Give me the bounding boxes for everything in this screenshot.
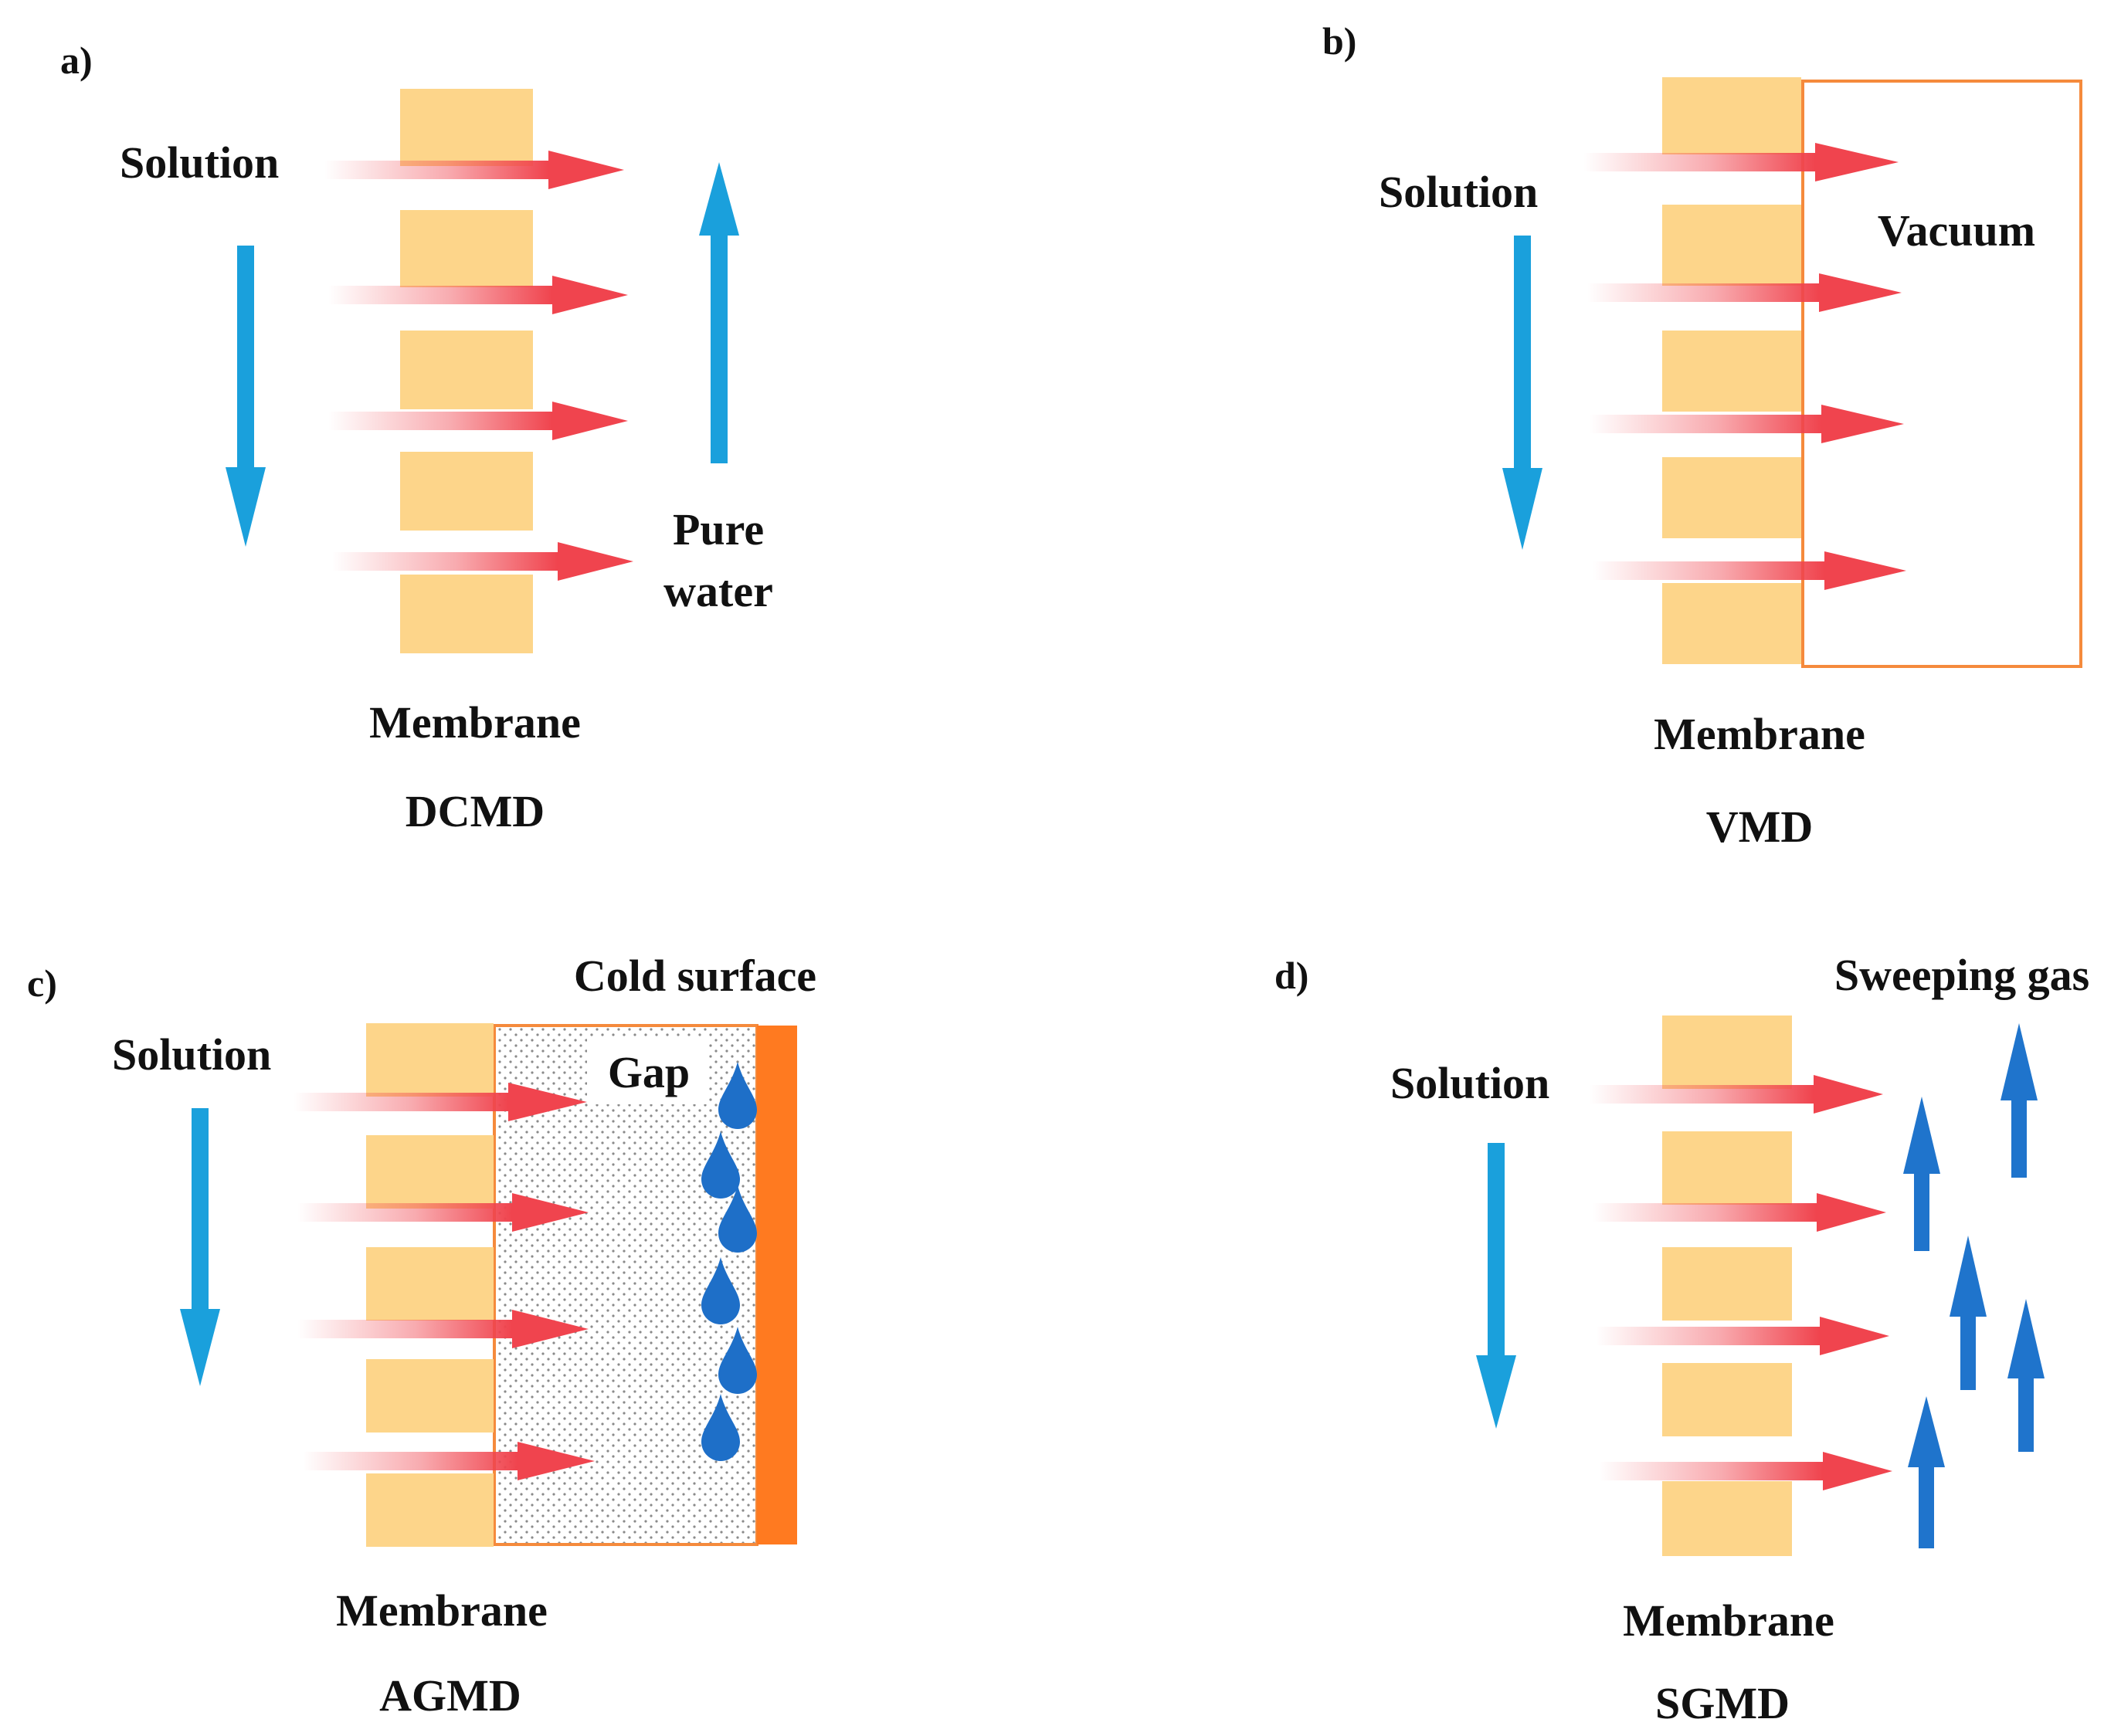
cold-surface-plate [757, 1026, 797, 1544]
panel-a: a) [60, 39, 773, 836]
membrane-pore-block [1662, 583, 1801, 664]
sweeping-gas-label: Sweeping gas [1834, 950, 2089, 1000]
vapor-arrow-icon [1596, 1317, 1889, 1355]
solution-label: Solution [120, 137, 279, 188]
water-droplet-icon [718, 1327, 757, 1394]
pure-water-label-line1: Pure [673, 504, 764, 554]
membrane-b [1662, 77, 1801, 664]
vapor-arrows-d [1590, 1075, 1892, 1490]
vapor-arrow-icon [1593, 551, 1906, 590]
gap-label: Gap [608, 1047, 690, 1097]
vapor-arrow-icon [297, 1310, 589, 1348]
water-droplet-icon [701, 1257, 740, 1324]
vacuum-label: Vacuum [1878, 205, 2035, 256]
membrane-pore-block [366, 1359, 494, 1433]
membrane-pore-block [1662, 457, 1801, 538]
vapor-arrows-a [324, 151, 633, 581]
membrane-a [400, 89, 533, 653]
panel-a-letter: a) [60, 39, 93, 82]
panel-caption: VMD [1706, 802, 1814, 852]
vapor-arrow-icon [1599, 1452, 1892, 1490]
membrane-pore-block [400, 210, 533, 287]
water-droplet-icon [701, 1394, 740, 1461]
water-droplet-icon [701, 1131, 740, 1199]
membrane-pore-block [400, 452, 533, 531]
membrane-c [366, 1023, 494, 1547]
membrane-pore-block [1662, 77, 1801, 154]
panel-c-letter: c) [27, 961, 57, 1005]
vapor-arrow-icon [324, 151, 624, 189]
feed-flow-down-arrow-icon [1502, 236, 1542, 550]
membrane-pore-block [1662, 331, 1801, 412]
vapor-arrow-icon [1590, 405, 1904, 443]
solution-label: Solution [112, 1029, 271, 1080]
membrane-pore-block [1662, 1481, 1792, 1556]
membrane-pore-block [366, 1473, 494, 1547]
feed-flow-down-arrow-icon [1476, 1143, 1516, 1429]
water-droplet-icon [718, 1062, 757, 1129]
vapor-arrow-icon [1593, 1193, 1886, 1232]
gas-up-arrow-icon [2007, 1299, 2045, 1452]
vapor-arrow-icon [1590, 1075, 1883, 1114]
membrane-pore-block [400, 575, 533, 653]
panel-caption: SGMD [1655, 1678, 1790, 1728]
permeate-flow-up-arrow-icon [699, 162, 739, 463]
membrane-pore-block [366, 1023, 494, 1097]
membrane-pore-block [366, 1135, 494, 1209]
solution-label: Solution [1379, 167, 1538, 217]
panel-b: b) [1322, 19, 2082, 852]
membrane-pore-block [1662, 1363, 1792, 1436]
membrane-label: Membrane [1654, 709, 1865, 759]
vapor-arrow-icon [328, 276, 628, 314]
membrane-pore-block [400, 89, 533, 166]
membrane-pore-block [1662, 205, 1801, 286]
gas-up-arrow-icon [2001, 1023, 2038, 1178]
membrane-pore-block [1662, 1015, 1792, 1089]
panel-c: c) [27, 951, 816, 1721]
water-droplet-icon [718, 1185, 757, 1253]
vapor-arrows-c [294, 1083, 595, 1480]
membrane-label: Membrane [1623, 1595, 1834, 1646]
vapor-arrows-b [1583, 143, 1906, 590]
membrane-pore-block [1662, 1247, 1792, 1321]
panel-d-letter: d) [1274, 954, 1308, 997]
vapor-arrow-icon [294, 1083, 587, 1121]
sweeping-gas-arrows [1903, 1023, 2045, 1548]
membrane-label: Membrane [336, 1585, 548, 1636]
solution-label: Solution [1390, 1058, 1549, 1108]
vapor-arrow-icon [328, 402, 628, 440]
membrane-label: Membrane [369, 697, 581, 748]
gas-up-arrow-icon [1950, 1236, 1987, 1390]
cold-surface-label: Cold surface [574, 951, 816, 1001]
condensate-droplets [701, 1062, 757, 1461]
vapor-arrow-icon [1587, 273, 1902, 312]
gas-up-arrow-icon [1908, 1396, 1945, 1548]
membrane-d [1662, 1015, 1792, 1556]
panel-d: d) [1274, 950, 2089, 1728]
membrane-pore-block [1662, 1131, 1792, 1205]
gas-up-arrow-icon [1903, 1097, 1940, 1251]
vacuum-chamber [1801, 80, 2082, 668]
feed-flow-down-arrow-icon [226, 246, 266, 547]
panel-caption: DCMD [406, 786, 545, 836]
panel-caption: AGMD [379, 1670, 521, 1721]
gap-label-background [587, 1039, 707, 1104]
vapor-arrow-icon [1583, 143, 1899, 181]
panel-b-letter: b) [1322, 19, 1356, 63]
vapor-arrow-icon [303, 1442, 595, 1480]
membrane-pore-block [400, 331, 533, 409]
membrane-pore-block [366, 1247, 494, 1321]
vapor-arrow-icon [332, 542, 633, 581]
pure-water-label-line2: water [663, 566, 773, 616]
vapor-arrow-icon [297, 1193, 589, 1232]
feed-flow-down-arrow-icon [180, 1108, 220, 1386]
